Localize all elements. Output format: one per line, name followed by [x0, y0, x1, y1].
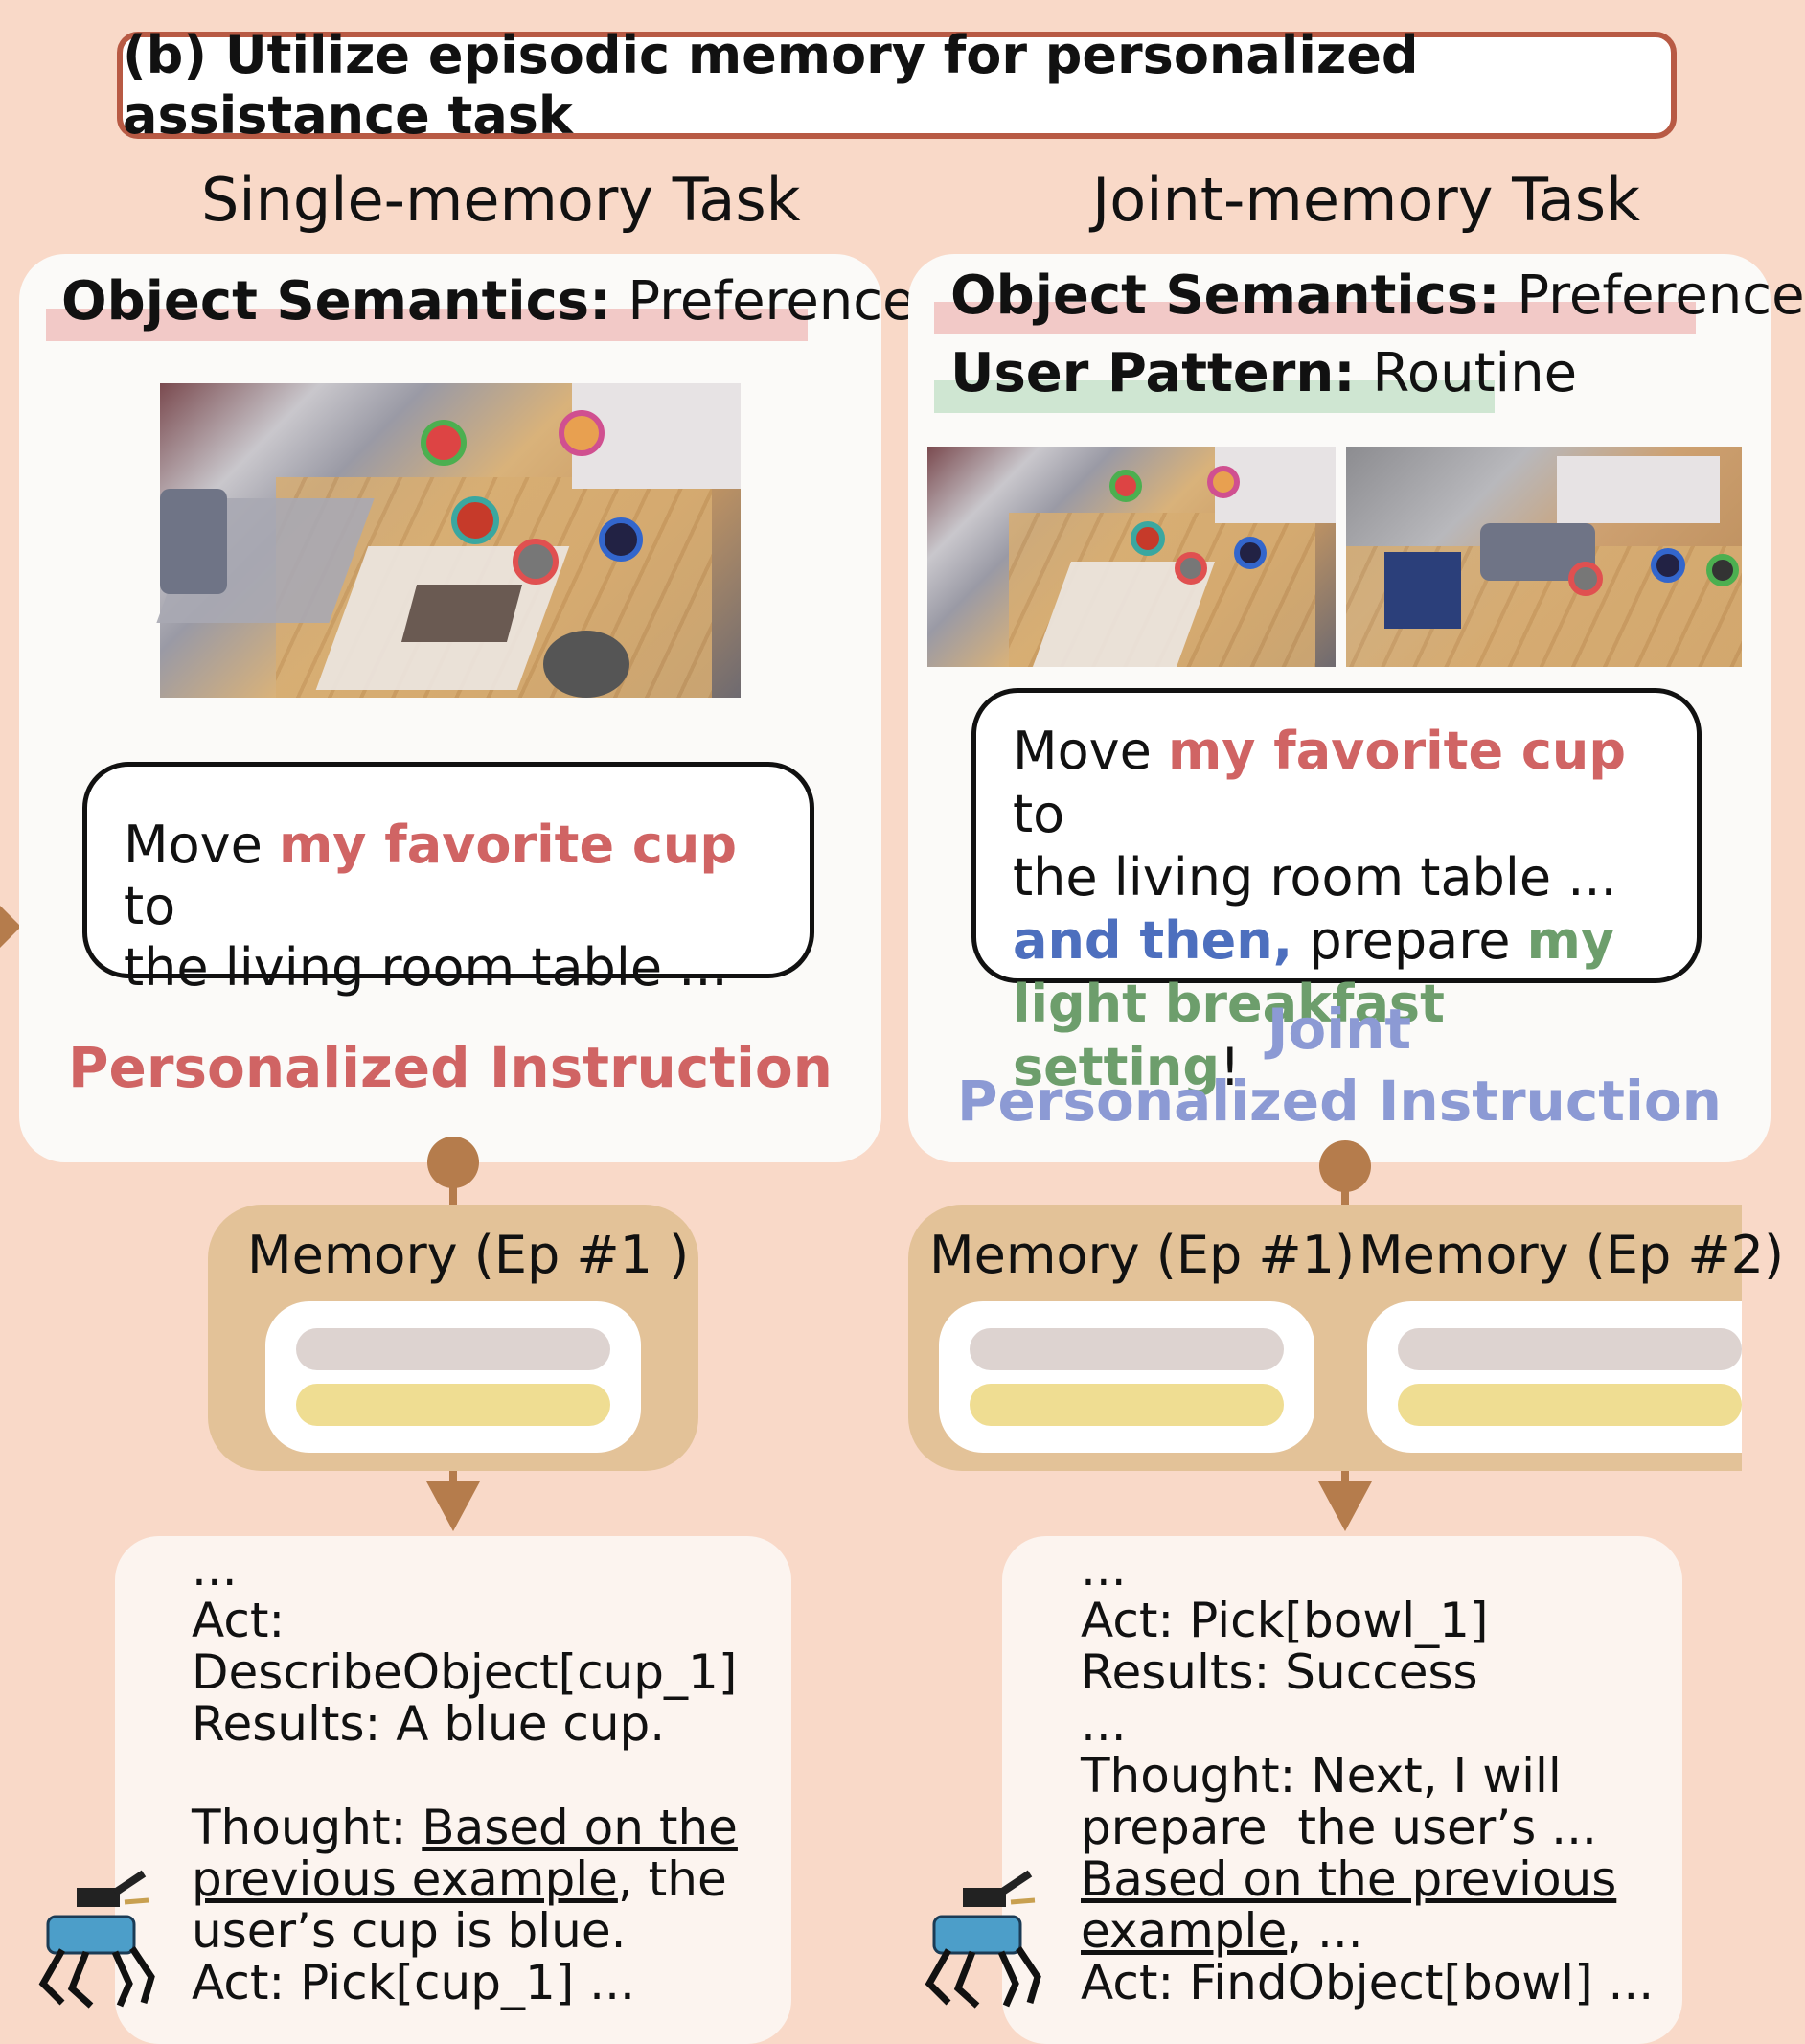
semantics-highlight — [46, 309, 808, 341]
single-memory-title: Single-memory Task — [201, 165, 801, 235]
memory-bar-yellow — [1398, 1384, 1742, 1426]
joint-connector-stem — [1341, 1181, 1349, 1209]
joint-scene-image-2 — [1346, 447, 1742, 667]
semantics-highlight-joint — [934, 302, 1696, 334]
joint-memory-label-2: Memory (Ep #2) — [1359, 1225, 1785, 1285]
single-instruction-bubble: Move my favorite cup to the living room … — [82, 762, 814, 998]
joint-log-text: ... Act: Pick[bowl_1] Results: Success .… — [1081, 1541, 1655, 2010]
memory-bar-gray — [296, 1328, 610, 1370]
favorite-cup-phrase-joint: my favorite cup — [1167, 721, 1626, 781]
joint-action-log — [1002, 1536, 1682, 2044]
joint-memory-label-1: Memory (Ep #1) — [929, 1225, 1356, 1285]
single-arrow-stem — [449, 1471, 457, 1482]
single-caption: Personalized Instruction — [68, 1035, 833, 1100]
joint-caption-1: Joint — [1267, 997, 1412, 1062]
single-semantics-label: Object Semantics: Preference — [61, 270, 916, 333]
joint-arrow-stem — [1341, 1471, 1349, 1482]
semantics-value: Preference — [610, 270, 916, 333]
joint-semantics-label: Object Semantics: Preference — [950, 264, 1805, 327]
memory-bar-gray — [1398, 1328, 1742, 1370]
joint-instruction-bubble: Move my favorite cup to the living room … — [971, 688, 1702, 1097]
memory-bar-gray — [970, 1328, 1284, 1370]
memory-bar-yellow — [296, 1384, 610, 1426]
robot-dog-icon — [925, 1870, 1041, 2009]
robot-dog-icon — [38, 1870, 155, 2009]
memory-bar-yellow — [970, 1384, 1284, 1426]
semantics-key: Object Semantics: — [61, 270, 611, 333]
favorite-cup-phrase: my favorite cup — [278, 815, 737, 875]
joint-caption-2: Personalized Instruction — [957, 1068, 1722, 1134]
section-header: (b) Utilize episodic memory for personal… — [117, 25, 1677, 146]
breakfast-phrase: light breakfast setting — [1013, 974, 1445, 1097]
joint-scene-image-1 — [927, 447, 1336, 667]
joint-memory-card-1 — [939, 1301, 1314, 1453]
joint-memory-card-2 — [1367, 1301, 1742, 1453]
single-scene-image — [156, 383, 741, 698]
joint-memory-title: Joint-memory Task — [1092, 165, 1640, 235]
joint-down-arrow — [1318, 1481, 1372, 1531]
section-header-title: (b) Utilize episodic memory for personal… — [123, 25, 1419, 146]
single-memory-label: Memory (Ep #1 ) — [247, 1225, 690, 1285]
pattern-highlight — [934, 380, 1495, 413]
and-then-phrase: and then, — [1013, 910, 1293, 971]
single-log-text: ... Act: DescribeObject[cup_1] Results: … — [192, 1541, 738, 2010]
single-action-log — [115, 1536, 791, 2044]
incoming-arrow — [0, 906, 21, 948]
joint-pattern-label: User Pattern: Routine — [950, 342, 1578, 404]
single-down-arrow — [426, 1481, 480, 1531]
single-memory-card — [265, 1301, 641, 1453]
single-connector-stem — [449, 1179, 457, 1207]
